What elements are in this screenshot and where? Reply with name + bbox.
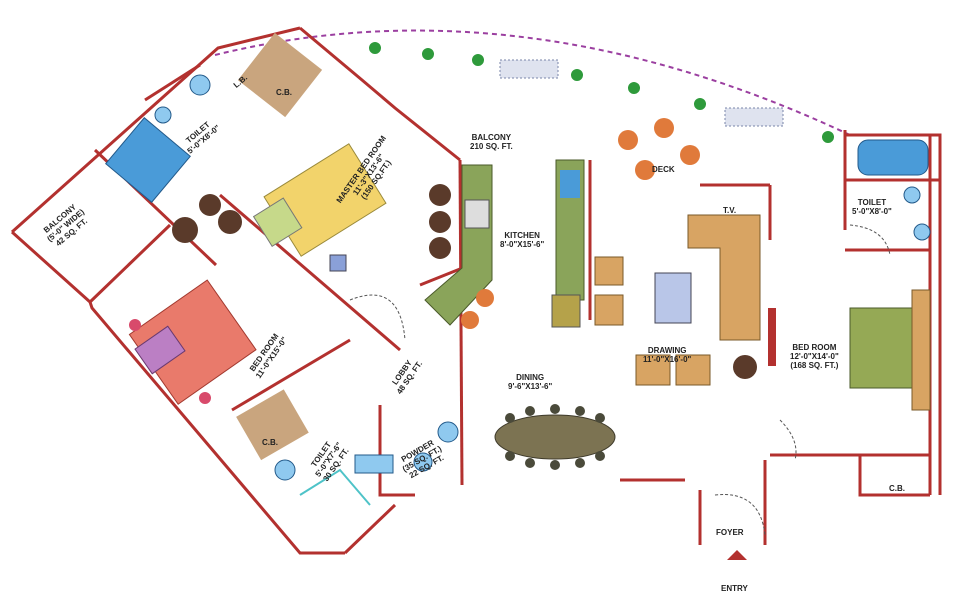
plot-boundary-line: [214, 29, 851, 136]
room-label-tv: T.V.: [723, 206, 737, 215]
indoor-plants: [172, 184, 757, 379]
plant-icon: [820, 129, 836, 145]
plant-icon: [569, 67, 585, 83]
toilet-top-fixtures: [105, 74, 211, 203]
plant-icon: [692, 96, 708, 112]
wall: [299, 26, 461, 162]
wc-icon: [189, 74, 211, 96]
wall: [343, 503, 397, 555]
wall: [845, 133, 942, 495]
cupboard: [236, 389, 309, 461]
basin-icon: [154, 106, 172, 124]
terrace-plants: [367, 40, 836, 145]
right-bed: [849, 289, 931, 411]
wall: [858, 455, 930, 497]
hedge-planter: [724, 107, 784, 127]
room-label-deck: DECK: [652, 165, 675, 174]
room-label-cb-1: C.B.: [276, 88, 292, 97]
floor-plan: [10, 26, 942, 560]
room-label-entry: ENTRY: [721, 584, 748, 593]
hedge-planter: [499, 59, 559, 79]
wall: [144, 63, 201, 102]
cupboard: [237, 32, 323, 118]
drawing-sofa: [594, 214, 776, 386]
wall: [11, 26, 301, 234]
wall: [88, 223, 172, 304]
plant-icon: [367, 40, 383, 56]
dining-table: [494, 404, 616, 470]
powder-fixtures: [274, 421, 459, 506]
kitchen-counter: [424, 159, 585, 328]
walls: [10, 26, 942, 555]
room-label-cb-3: C.B.: [889, 484, 905, 493]
toilet-right-fixtures: [857, 139, 931, 241]
plant-icon: [626, 80, 642, 96]
deck-chairs: [461, 118, 700, 329]
entry-arrow-icon: [727, 550, 747, 560]
plant-icon: [470, 52, 486, 68]
plant-icon: [420, 46, 436, 62]
wall: [378, 405, 415, 497]
wall: [10, 230, 345, 555]
left-bed: [128, 279, 257, 405]
master-bed: [252, 143, 387, 272]
bathtub: [105, 117, 191, 203]
wall: [219, 193, 401, 352]
wall: [458, 159, 464, 486]
wall: [231, 338, 351, 412]
room-label-cb-2: C.B.: [262, 438, 278, 447]
room-label-foyer: FOYER: [716, 528, 744, 537]
